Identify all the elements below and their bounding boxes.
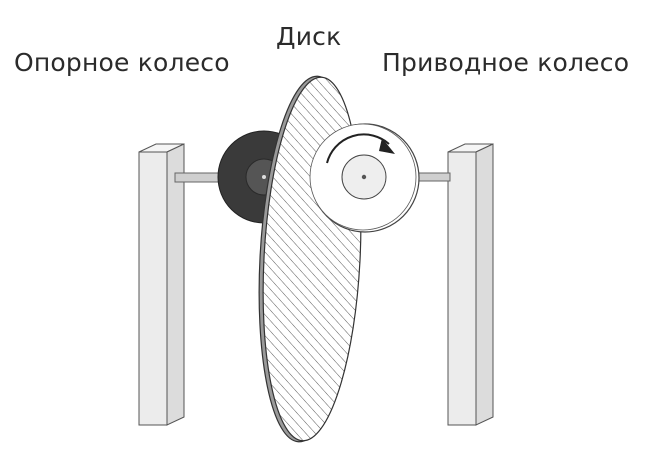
clockwise-arrow-icon [326, 133, 390, 164]
drive-wheel [309, 123, 420, 233]
left-post-side [166, 143, 185, 426]
right-post-front [447, 151, 477, 426]
drive-wheel-center [361, 174, 367, 180]
support-wheel-center [262, 175, 266, 179]
left-post-front [138, 151, 168, 426]
clockwise-arrowhead-icon [379, 138, 395, 154]
disk-label: Диск [276, 22, 342, 51]
right-post [447, 143, 494, 426]
right-post-side [475, 143, 494, 426]
left-post [138, 143, 185, 426]
support-wheel-label: Опорное колесо [14, 48, 230, 77]
drive-wheel-label: Приводное колесо [382, 48, 630, 77]
